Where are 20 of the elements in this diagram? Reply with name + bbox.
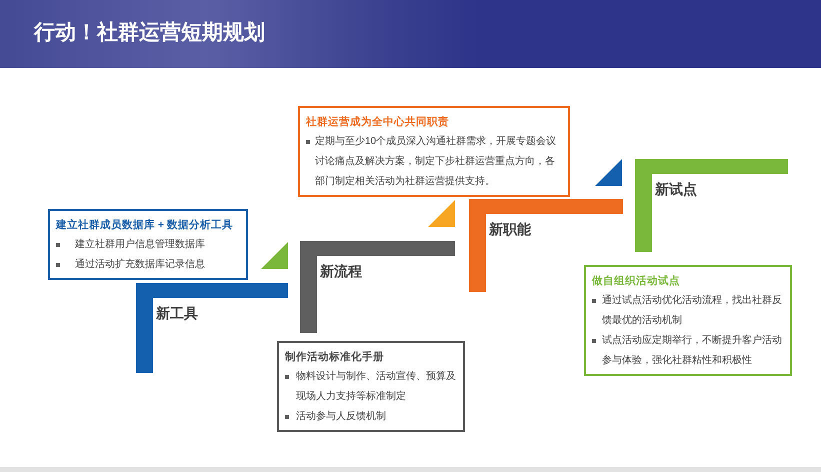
info-panel: [584, 265, 792, 376]
step-label: 新工具: [156, 305, 198, 322]
panel-heading: 建立社群成员数据库 + 数据分析工具: [56, 218, 234, 233]
bullet-text: 定期与至少10个成员深入沟通社群需求，开展专题会议讨论痛点及解决方案，制定下步社群运营重点方向，各部门制定相关活动为社群运营提供支持。: [315, 134, 558, 189]
bullet-text: 活动参与人反馈机制: [296, 410, 386, 424]
step-label: 新试点: [655, 181, 697, 198]
bullet-text: 试点活动应定期举行，不断提升客户活动参与体验，强化社群粘性和积极性: [602, 334, 783, 368]
bullet-text: 建立社群用户信息管理数据库: [75, 238, 205, 252]
bullet-text: 通过活动扩充数据库记录信息: [75, 258, 205, 272]
info-panel: [298, 106, 570, 197]
info-panel: [277, 341, 465, 432]
panel-heading: 做自组织活动试点: [592, 274, 681, 289]
panel-heading: 社群运营成为全中心共同职责: [306, 114, 450, 130]
bullet-text: 通过试点活动优化活动流程，找出社群反馈最优的活动机制: [602, 294, 783, 328]
bullet-text: 物料设计与制作、活动宣传、预算及现场人力支持等标准制定: [296, 370, 457, 404]
step-label: 新流程: [320, 263, 362, 280]
info-panel: [48, 209, 248, 280]
step-label: 新职能: [489, 221, 531, 238]
page-title: 行动！社群运营短期规划: [34, 20, 265, 46]
panel-heading: 制作活动标准化手册: [285, 350, 385, 365]
